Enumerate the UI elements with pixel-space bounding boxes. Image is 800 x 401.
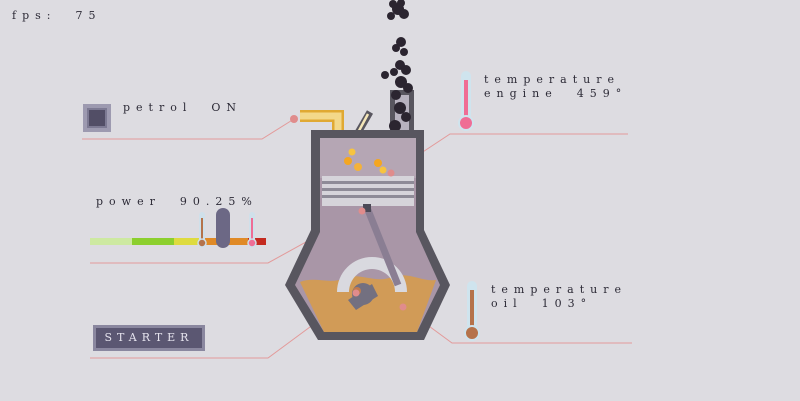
- oil-temperature-value: oil 103°: [491, 297, 593, 310]
- petrol-toggle[interactable]: [83, 104, 111, 132]
- engine-temperature-value: engine 459°: [484, 87, 628, 100]
- power-gauge-segment: [174, 238, 204, 245]
- piston: [322, 176, 414, 212]
- power-gauge-slider[interactable]: [216, 208, 230, 248]
- starter-button[interactable]: STARTER: [93, 325, 205, 351]
- engine-thermometer-icon: [458, 71, 474, 131]
- power-gauge-segment: [90, 238, 132, 245]
- petrol-toggle-indicator: [89, 110, 105, 126]
- combustion-sparks: [344, 148, 387, 174]
- engine-temp-pointer-line: [390, 133, 628, 174]
- connecting-rod: [364, 208, 402, 287]
- power-label: power 90.25%: [96, 195, 258, 208]
- oil-temperature-title: temperature: [491, 283, 628, 296]
- pointer-dots: [290, 115, 407, 311]
- power-gauge-segment: [248, 238, 266, 245]
- fps-counter: fps: 75: [12, 9, 102, 22]
- oil-temp-pointer-line: [402, 306, 632, 344]
- power-gauge: [90, 208, 266, 248]
- gauge-high-thermometer-icon: [247, 212, 257, 248]
- petrol-status-label: petrol ON: [123, 101, 243, 114]
- petrol-pointer-line: [82, 118, 295, 140]
- engine-temperature-title: temperature: [484, 73, 621, 86]
- gauge-low-thermometer-icon: [197, 212, 207, 248]
- power-gauge-segment: [132, 238, 174, 245]
- oil-thermometer-icon: [464, 281, 480, 341]
